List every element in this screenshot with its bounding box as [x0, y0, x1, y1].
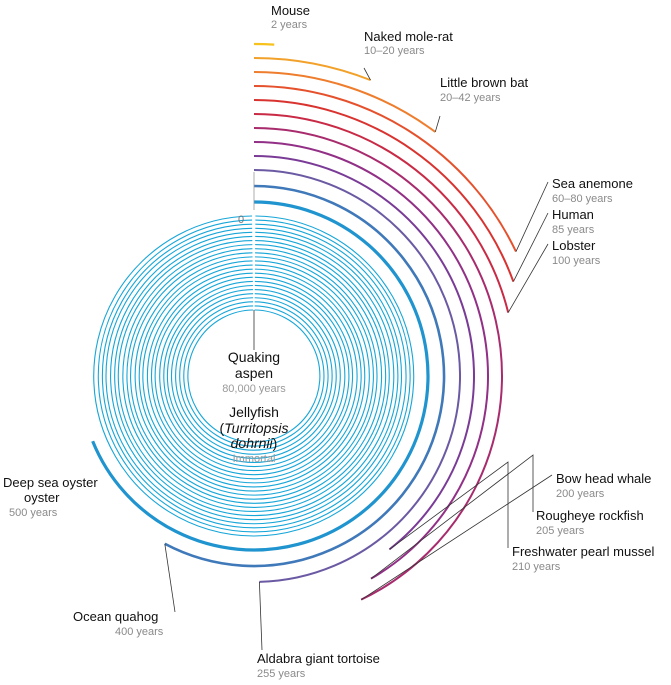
- leader-human: [513, 212, 549, 282]
- label-sea-anemone: Sea anemone 60–80 years: [552, 176, 633, 205]
- spiral-ring: [122, 244, 387, 508]
- lifespan-ring: [91, 200, 430, 552]
- label-years: 500 years: [9, 507, 58, 519]
- label-human: Human 85 years: [552, 207, 595, 236]
- label-quaking-aspen: Quaking aspen 80,000 years: [222, 349, 286, 395]
- spiral-ring: [170, 293, 337, 459]
- leader-lobster: [507, 243, 549, 313]
- spiral-ring: [114, 235, 395, 517]
- leader-ocean-quahog: [164, 543, 176, 613]
- label-years: 60–80 years: [552, 193, 613, 205]
- jellyfish-name-line2: (Turritopsis: [220, 420, 289, 436]
- spiral-ring: [93, 215, 415, 537]
- spiral-ring: [154, 276, 354, 476]
- label-name: Deep sea oyster: [3, 475, 98, 490]
- label-years: 400 years: [115, 626, 164, 638]
- leader-sea-anemone: [515, 181, 549, 252]
- lifespan-ring: [253, 42, 275, 46]
- spiral-ring: [142, 264, 366, 488]
- label-years: 100 years: [552, 255, 601, 267]
- lifespan-ring: [253, 99, 515, 282]
- spiral-ring: [97, 219, 411, 533]
- leader-rougheye-rockfish: [370, 454, 534, 579]
- jellyfish-name-line1: Jellyfish: [229, 404, 279, 420]
- spiral-ring: [138, 260, 370, 492]
- spiral-ring: [179, 301, 329, 451]
- label-name: Freshwater pearl mussel: [512, 544, 654, 559]
- leader-bow-head-whale: [360, 474, 553, 601]
- label-name: Little brown bat: [440, 75, 529, 90]
- spiral-ring: [166, 289, 341, 463]
- label-naked-mole-rat: Naked mole-rat 10–20 years: [364, 29, 453, 57]
- spiral-ring: [163, 284, 346, 468]
- lifespan-ring: [164, 184, 446, 568]
- lifespan-ring: [253, 71, 436, 133]
- label-name: Bow head whale: [556, 471, 651, 486]
- spiral-ring: [101, 223, 407, 529]
- label-name: Ocean quahog: [73, 609, 158, 624]
- lifespan-ring: [253, 57, 371, 82]
- spiral-ring: [175, 297, 333, 455]
- spiral-ring: [105, 227, 403, 525]
- label-years: 205 years: [536, 525, 585, 537]
- label-name: Sea anemone: [552, 176, 633, 191]
- label-name: Aldabra giant tortoise: [257, 651, 380, 666]
- label-name: Mouse: [271, 3, 310, 18]
- leader-little-brown-bat: [434, 115, 441, 133]
- label-years: 10–20 years: [364, 45, 425, 57]
- label-name: Lobster: [552, 238, 596, 253]
- immortal-spiral: [93, 215, 415, 537]
- spiral-ring: [146, 268, 362, 484]
- jellyfish-years: Immortal: [233, 453, 276, 465]
- leader-aldabra-giant-tortoise: [259, 581, 263, 651]
- lifespan-ring: [253, 169, 462, 583]
- lifespan-ring: [253, 155, 475, 551]
- label-years: 85 years: [552, 224, 595, 236]
- label-years: 210 years: [512, 561, 561, 573]
- label-name: Human: [552, 207, 594, 222]
- label-name: Naked mole-rat: [364, 29, 453, 44]
- spiral-ring: [110, 231, 399, 521]
- label-name: Rougheye rockfish: [536, 508, 644, 523]
- lifespan-ring: [253, 127, 503, 601]
- leader-freshwater-pearl-mussel: [389, 461, 509, 550]
- label-years: 2 years: [271, 19, 308, 31]
- jellyfish-name-line3: dohrnii): [231, 435, 278, 451]
- spiral-ring: [134, 256, 374, 496]
- label-freshwater-pearl-mussel: Freshwater pearl mussel 210 years: [512, 544, 654, 573]
- label-name-line2: oyster: [24, 490, 60, 505]
- label-years: 255 years: [257, 668, 306, 680]
- label-years: 200 years: [556, 488, 605, 500]
- label-deep-sea-oyster: Deep sea oyster oyster 500 years: [3, 475, 98, 519]
- label-jellyfish: Jellyfish (Turritopsis dohrnii) Immortal: [220, 404, 289, 465]
- aspen-name-line1: Quaking: [228, 349, 280, 365]
- lifespan-rings: [91, 42, 517, 601]
- label-bow-head-whale: Bow head whale 200 years: [556, 471, 651, 500]
- label-rougheye-rockfish: Rougheye rockfish 205 years: [536, 508, 644, 537]
- spiral-ring: [159, 280, 350, 472]
- spiral-ring: [187, 309, 321, 443]
- aspen-name-line2: aspen: [235, 365, 273, 381]
- leader-naked-mole-rat: [363, 67, 371, 81]
- spiral-ring: [130, 252, 378, 500]
- aspen-years: 80,000 years: [222, 383, 286, 395]
- lifespan-ring: [253, 141, 489, 580]
- spiral-ring: [126, 248, 383, 504]
- lifespan-ring: [253, 85, 517, 253]
- spiral-ring: [117, 239, 390, 513]
- leader-lines: [164, 67, 553, 651]
- label-ocean-quahog: Ocean quahog 400 years: [73, 609, 164, 638]
- zero-marker-label: 0: [238, 214, 244, 226]
- label-lobster: Lobster 100 years: [552, 238, 601, 267]
- lifespan-ring: [253, 113, 510, 313]
- spiral-ring: [150, 272, 358, 480]
- label-aldabra-giant-tortoise: Aldabra giant tortoise 255 years: [257, 651, 380, 680]
- label-mouse: Mouse 2 years: [271, 3, 310, 31]
- spiral-ring: [183, 305, 325, 447]
- label-years: 20–42 years: [440, 92, 501, 104]
- label-little-brown-bat: Little brown bat 20–42 years: [440, 75, 529, 104]
